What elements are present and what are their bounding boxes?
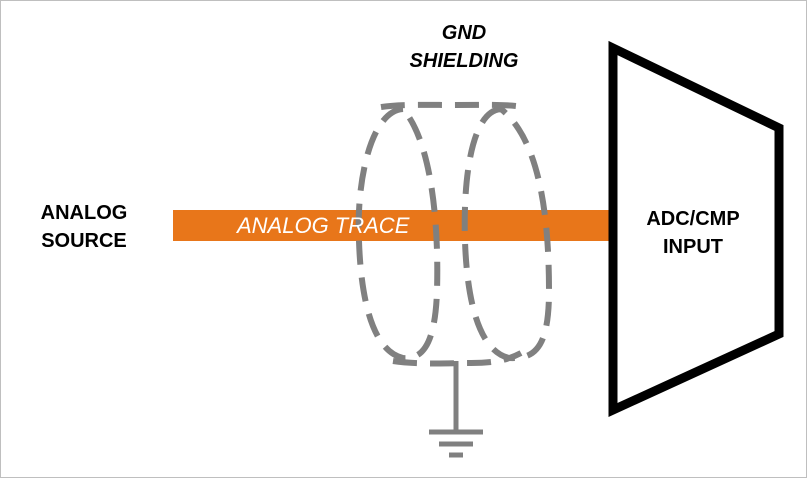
analog-trace-label: ANALOG TRACE — [237, 213, 410, 238]
adc-cmp-input-label: ADC/CMP INPUT — [613, 205, 773, 261]
analog-source-label: ANALOG SOURCE — [25, 199, 143, 255]
gnd-shielding-line1: GND — [441, 22, 487, 44]
ground-symbol-icon — [429, 361, 483, 458]
adc-cmp-line1: ADC/CMP — [646, 208, 740, 230]
shield-bottom-edge — [392, 350, 523, 367]
gnd-shielding-line2: SHIELDING — [409, 50, 519, 72]
analog-source-line1: ANALOG — [40, 202, 128, 224]
analog-source-line2: SOURCE — [41, 230, 127, 252]
gnd-shielding-label: GND SHIELDING — [389, 19, 539, 75]
adc-cmp-input-block — [608, 40, 784, 418]
analog-trace — [173, 210, 613, 241]
gnd-shielding — [355, 101, 553, 367]
shield-top-edge — [380, 101, 524, 110]
adc-cmp-line2: INPUT — [663, 236, 723, 258]
shield-ring-left — [355, 105, 441, 362]
